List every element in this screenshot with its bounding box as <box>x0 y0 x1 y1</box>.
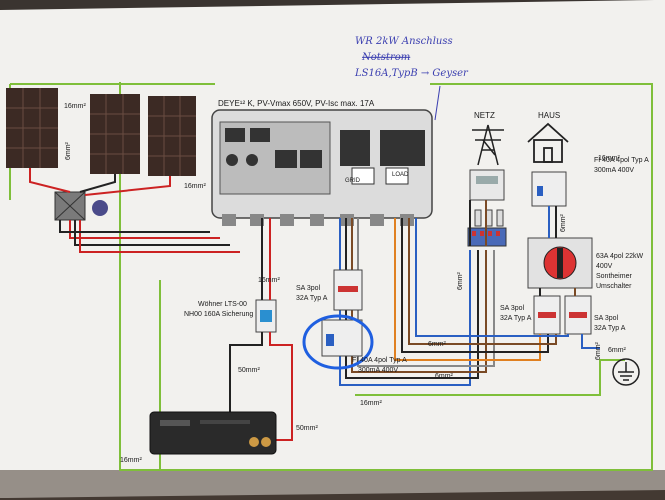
note-line-2: Notstrom <box>361 52 410 63</box>
energy-meter <box>469 169 505 227</box>
handwritten-note: WR 2kW Anschluss Notstrom LS16A,TypB → G… <box>354 36 469 121</box>
cable-label-netz: 6mm² <box>457 271 464 290</box>
pv-wiring <box>29 168 240 253</box>
switch-label-3: Sontheimer <box>596 273 632 280</box>
earth-ground-icon <box>612 358 640 386</box>
rcd-bottom-label-2: 300mA 400V <box>358 367 398 374</box>
rcd-bottom-label-1: FI 40A 4pol Typ A <box>352 357 407 364</box>
sa-left-label-2: 32A Typ A <box>296 295 328 302</box>
rcd-bottom <box>302 314 374 370</box>
house-label: HAUS <box>538 111 560 120</box>
sa-right-label-2: 32A Typ A <box>594 325 626 332</box>
solar-panel-3 <box>148 96 196 176</box>
changeover-switch <box>527 237 593 289</box>
cable-label-battery-right: 50mm² <box>296 425 318 432</box>
rcd-top-label-1: FI 40A 4pol Typ A <box>594 157 649 164</box>
note-line-3: LS16A,TypB → Geyser <box>354 68 469 79</box>
cable-label-pv-vertical: 6mm² <box>65 141 72 160</box>
breaker-left <box>333 269 363 311</box>
cable-label-haus: 6mm² <box>560 213 567 232</box>
table-edge <box>0 470 665 500</box>
cable-label-battery-vertical: 50mm² <box>238 367 260 374</box>
switch-label-2: 400V <box>596 263 613 270</box>
highlight-circle <box>302 314 374 370</box>
fuse-label-1: Wöhner LTS-00 <box>198 301 247 308</box>
inverter: GRID LOAD <box>211 109 433 226</box>
solar-panel-1 <box>6 88 58 168</box>
cable-label-center: 6mm² <box>428 341 447 348</box>
sa-mid-label-2: 32A Typ A <box>500 315 532 322</box>
cable-label-right: 6mm² <box>595 341 602 360</box>
battery-fuse <box>255 299 277 333</box>
inverter-load-label: LOAD <box>392 172 409 178</box>
cable-label-pv-to-inverter: 16mm² <box>184 183 206 190</box>
cable-label-pv-top: 16mm² <box>64 103 86 110</box>
fuse-label-2: NH00 160A Sicherung <box>184 311 253 318</box>
breaker-mid <box>533 295 561 335</box>
battery <box>149 411 277 455</box>
cable-label-battery-left: 16mm² <box>120 457 142 464</box>
note-line-1: WR 2kW Anschluss <box>355 36 453 47</box>
cable-label-bottom-mid: 16mm² <box>360 400 382 407</box>
battery-wiring <box>229 218 293 441</box>
inverter-title: DEYE¹² K, PV-Vmax 650V, PV-Isc max. 17A <box>218 99 375 108</box>
cable-label-rcd-bottom: 6mm² <box>435 373 454 380</box>
breaker-right <box>564 295 592 335</box>
cable-label-earth: 6mm² <box>608 347 627 354</box>
earth-wire-border <box>119 82 653 471</box>
grid-label: NETZ <box>474 111 495 120</box>
inverter-grid-label: GRID <box>345 178 361 184</box>
pv-junction-box <box>54 191 108 221</box>
house-icon <box>527 122 569 163</box>
switch-label-4: Umschalter <box>596 283 632 290</box>
cable-label-house-right: 16mm² <box>598 155 620 162</box>
sa-right-label-1: SA 3pol <box>594 315 619 322</box>
sa-mid-label-1: SA 3pol <box>500 305 525 312</box>
sa-left-label-1: SA 3pol <box>296 285 321 292</box>
cable-label-inv-to-fuse: 16mm² <box>258 277 280 284</box>
rcd-top-label-2: 300mA 400V <box>594 167 634 174</box>
switch-label-1: 63A 4pol 22kW <box>596 253 643 260</box>
grid-pylon-icon <box>472 124 504 166</box>
earth-wire-bottom <box>355 359 625 396</box>
solar-panel-2 <box>90 94 140 174</box>
rcd-top <box>531 171 567 207</box>
